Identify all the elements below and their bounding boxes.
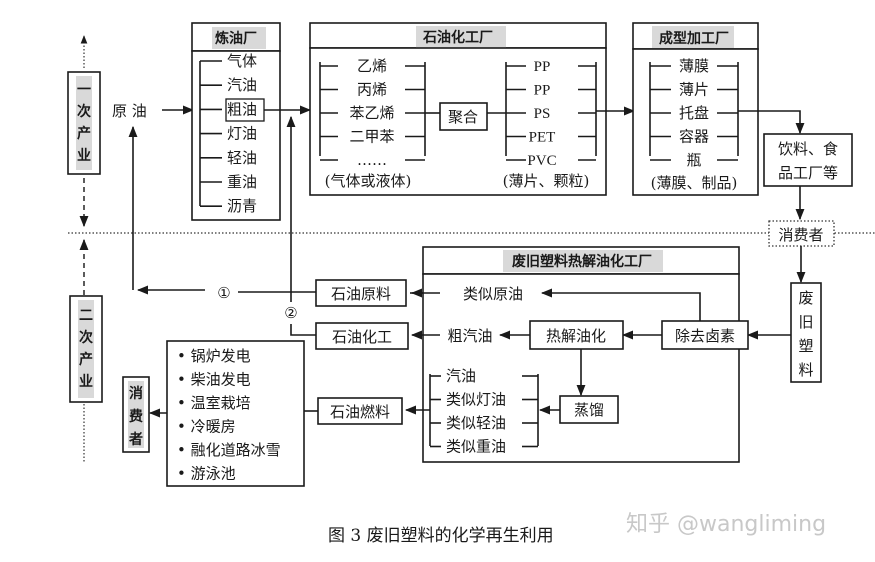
svg-text:品工厂等: 品工厂等	[778, 164, 838, 182]
svg-text:次: 次	[77, 103, 91, 120]
svg-text:塑: 塑	[798, 337, 813, 355]
route-2-label: ②	[284, 304, 297, 322]
monomer-item: 丙烯	[357, 81, 387, 99]
refinery-product: 沥青	[227, 197, 257, 215]
pyrolysis-title: 废旧塑料热解油化工厂	[512, 253, 652, 270]
fuel-use-item: • 冷暖房	[177, 418, 236, 436]
route-1-label: ①	[217, 284, 230, 302]
distillation-product: 类似灯油	[446, 391, 506, 409]
svg-text:消: 消	[129, 385, 143, 402]
svg-text:消费者: 消费者	[778, 226, 823, 244]
petrochemical-output-box: 石油化工	[315, 322, 409, 350]
svg-text:石油原料: 石油原料	[331, 285, 391, 303]
svg-text:产: 产	[79, 351, 93, 368]
refinery-product: 轻油	[227, 149, 257, 167]
fuel-output-box: 石油燃料	[317, 397, 403, 425]
distillation-product: 类似轻油	[446, 414, 506, 432]
svg-text:石油燃料: 石油燃料	[330, 403, 390, 421]
refinery-product: 汽油	[227, 76, 257, 94]
refinery-product: 重油	[227, 173, 257, 191]
svg-text:业: 业	[79, 374, 93, 390]
monomer-item: ……	[357, 151, 387, 169]
svg-text:废: 废	[798, 289, 813, 307]
watermark: 知乎 @wangliming	[626, 512, 826, 537]
svg-text:二: 二	[79, 308, 93, 324]
fuel-use-item: • 锅炉发电	[177, 347, 251, 365]
refinery-product: 灯油	[227, 125, 257, 143]
svg-text:产: 产	[77, 125, 91, 142]
fuel-use-item: • 柴油发电	[177, 371, 251, 389]
monomer-item: 二甲苯	[349, 128, 394, 146]
polymer-item: PVC	[527, 153, 556, 169]
petrochem-title: 石油化工厂	[422, 29, 493, 46]
svg-text:费: 费	[129, 408, 143, 425]
primary-industry-label: 一 次 产 业	[67, 35, 101, 228]
waste-plastic-box: 废 旧 塑 料	[790, 282, 822, 383]
refinery-product: 粗油	[227, 100, 257, 118]
similar-crude: 类似原油	[463, 285, 523, 303]
svg-text:业: 业	[77, 148, 91, 164]
monomer-item: 苯乙烯	[349, 104, 394, 122]
polymerization-step: 聚合	[448, 108, 478, 126]
distillation-product: 类似重油	[446, 438, 506, 456]
food-factory-box: 饮料、食 品工厂等	[763, 133, 853, 187]
molding-title: 成型加工厂	[659, 30, 729, 47]
polymer-item: PET	[529, 130, 556, 146]
svg-text:料: 料	[798, 361, 813, 379]
polymer-item: PP	[534, 83, 551, 99]
fuel-use-item: • 游泳池	[177, 465, 236, 483]
fuel-use-item: • 融化道路冰雪	[177, 441, 281, 459]
figure-caption: 图 3 废旧塑料的化学再生利用	[328, 526, 554, 546]
dehalogenation-step: 除去卤素	[675, 327, 735, 345]
refinery-title: 炼油厂	[215, 30, 257, 47]
molding-product: 容器	[679, 128, 709, 146]
pyrolysis-plant-box: 废旧塑料热解油化工厂 除去卤素 类似原油 热解油化 粗汽油 蒸馏 汽油类似灯油类…	[422, 246, 791, 463]
pyrolysis-step: 热解油化	[546, 327, 606, 345]
consumer-bottom-box: 消 费 者	[122, 376, 150, 453]
secondary-industry-label: 二 次 产 业	[69, 238, 103, 462]
refinery-product: 气体	[227, 52, 257, 70]
svg-text:石油化工: 石油化工	[332, 328, 392, 346]
molding-product: 瓶	[686, 151, 701, 169]
molding-product: 托盘	[679, 104, 709, 122]
svg-text:饮料、食: 饮料、食	[778, 140, 838, 158]
polymer-item: PS	[534, 106, 551, 122]
crude-oil-label: 原 油	[112, 102, 147, 120]
monomers-note: (气体或液体)	[325, 172, 412, 190]
molding-product: 薄膜	[679, 57, 709, 75]
fuel-use-item: • 温室栽培	[177, 394, 251, 412]
monomer-item: 乙烯	[357, 57, 387, 75]
polymers-note: (薄片、颗粒)	[503, 172, 590, 190]
consumer-top-box: 消费者	[768, 220, 835, 247]
molding-note: (薄膜、制品)	[651, 174, 738, 192]
crude-gasoline: 粗汽油	[447, 327, 492, 345]
molding-product: 薄片	[679, 81, 709, 99]
polymer-item: PP	[534, 59, 551, 75]
svg-text:一: 一	[77, 82, 91, 98]
distillation-product: 汽油	[446, 367, 476, 385]
svg-text:次: 次	[79, 329, 93, 346]
raw-material-box: 石油原料	[315, 279, 407, 307]
svg-text:者: 者	[129, 432, 143, 448]
fuel-uses-box: • 锅炉发电 • 柴油发电 • 温室栽培 • 冷暖房 • 融化道路冰雪 • 游泳池	[166, 340, 305, 487]
distillation-step: 蒸馏	[574, 401, 604, 419]
svg-text:旧: 旧	[798, 313, 813, 331]
